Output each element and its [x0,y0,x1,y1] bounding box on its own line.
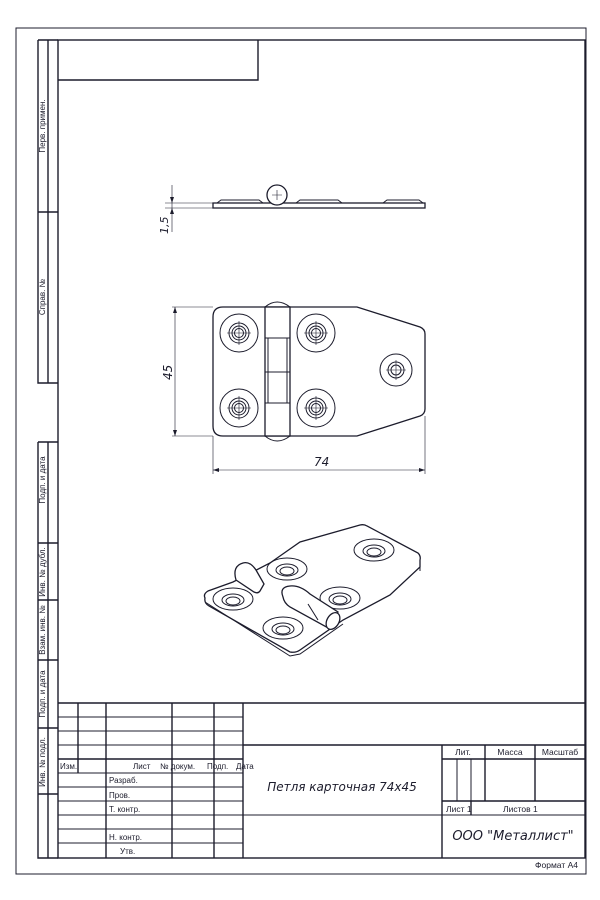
label-utv: Утв. [120,847,135,856]
header-list: Лист [133,762,151,771]
label-massa: Масса [497,747,522,757]
part-name: Петля карточная 74х45 [267,780,417,794]
drawing-frame [57,39,586,859]
isometric-view [203,524,421,657]
header-doc-no: № докум. [160,762,195,771]
hole-bottom-right [296,388,336,428]
hole-single [379,353,413,387]
title-block: Изм. Лист № докум. Подп. Дата Разраб. Пр… [58,702,585,870]
strip-inv-dubl: Инв. № дубл. [38,547,47,597]
company-name: ООО "Металлист" [452,829,573,844]
label-masshtab: Масштаб [542,747,578,757]
strip-sprav-no: Справ. № [38,278,47,315]
hole-top-left [219,313,259,353]
strip-vzam-inv: Взам. инв. № [38,605,47,655]
label-lit: Лит. [455,747,471,757]
sheet-number: Лист 1 [446,804,472,814]
strip-inv-podl: Инв. № подл. [38,737,47,787]
hole-top-right [296,313,336,353]
header-izm: Изм. [60,762,77,771]
label-razrab: Разраб. [109,776,138,785]
strip-podp-data-1: Подп. и дата [38,456,47,504]
label-prov: Пров. [109,791,130,800]
header-podp: Подп. [207,762,228,771]
top-left-box [58,40,259,81]
sheet-count: Листов 1 [503,804,538,814]
top-view: 45 74 [161,301,426,474]
side-strip: Перв. примен. Справ. № Подп. и дата Инв.… [37,39,58,859]
side-view: 1,5 [158,184,426,235]
strip-perv-primen: Перв. примен. [38,99,47,152]
dim-height: 45 [161,365,175,380]
dim-length: 74 [314,455,329,469]
header-data: Дата [236,762,254,771]
sheet-border [15,27,587,875]
strip-podp-data-2: Подп. и дата [38,670,47,718]
label-n-kontr: Н. контр. [109,833,142,842]
format-label: Формат А4 [535,860,578,870]
dim-thickness: 1,5 [158,217,171,235]
hole-bottom-left [219,388,259,428]
label-t-kontr: Т. контр. [109,805,140,814]
